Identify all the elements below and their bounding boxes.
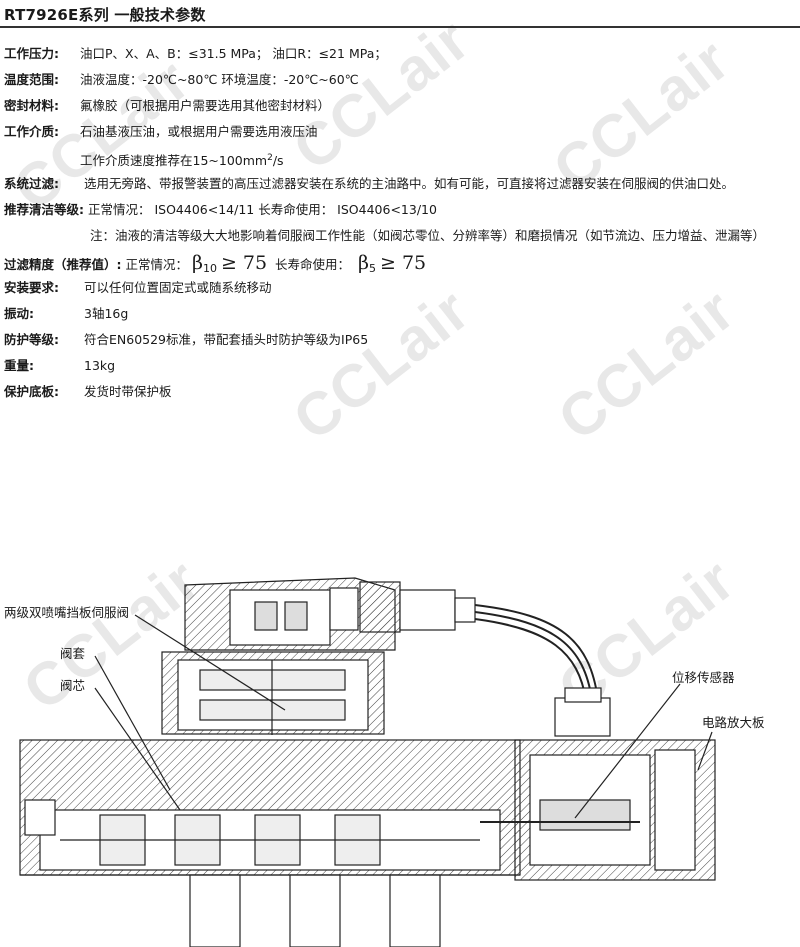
spec-value: 工作介质速度推荐在15~100mm — [80, 153, 268, 169]
spec-value: 石油基液压油，或根据用户需要选用液压油 — [80, 124, 318, 139]
spec-value: 正常情况： — [125, 257, 188, 272]
spec-value: 油口P、X、A、B：≤31.5 MPa； 油口R：≤21 MPa； — [80, 46, 387, 61]
spec-label: 温度范围: — [4, 72, 59, 87]
spec-label: 安装要求: — [4, 280, 59, 295]
spec-value: 油液温度：-20℃~80℃ 环境温度：-20℃~60℃ — [80, 72, 359, 87]
spec-precision: 过滤精度（推荐值）: 正常情况： β10 ≥ 75 长寿命使用： β5 ≥ 75 — [4, 251, 426, 275]
spec-value: 符合EN60529标准，带配套插头时防护等级为IP65 — [84, 332, 369, 347]
spec-vibration: 振动: 3轴16g — [4, 304, 128, 324]
beta-symbol: β — [191, 252, 203, 274]
beta-value: ≥ 75 — [220, 252, 268, 274]
servo-valve-cross-section: 两级双喷嘴挡板伺服阀 阀套 阀芯 位移传感器 电路放大板 — [4, 577, 765, 947]
spec-label: 系统过滤: — [4, 176, 59, 191]
spec-value: 正常情况： ISO4406<14/11 长寿命使用： ISO4406<13/10 — [87, 202, 437, 217]
spec-temperature: 温度范围: 油液温度：-20℃~80℃ 环境温度：-20℃~60℃ — [4, 70, 359, 90]
spec-label: 工作压力: — [4, 46, 59, 61]
spec-value: 氟橡胶（可根据用户需要选用其他密封材料） — [80, 98, 331, 113]
spec-value-sup: 2 — [267, 153, 273, 163]
spec-medium-speed: 工作介质速度推荐在15~100mm2/s — [80, 148, 284, 168]
spec-label: 保护底板: — [4, 384, 59, 399]
spec-label: 推荐清洁等级: — [4, 202, 84, 217]
spec-label: 重量: — [4, 358, 34, 373]
label-sleeve: 阀套 — [60, 646, 86, 661]
spec-value: 发货时带保护板 — [84, 384, 172, 399]
beta-subscript: 5 — [369, 262, 376, 275]
label-sensor: 位移传感器 — [672, 670, 735, 685]
spec-list: 工作压力: 油口P、X、A、B：≤31.5 MPa； 油口R：≤21 MPa； … — [0, 0, 800, 420]
beta-value: ≥ 75 — [379, 252, 427, 274]
spec-cleanliness-note: 注：油液的清洁等级大大地影响着伺服阀工作性能（如阀芯零位、分辨率等）和磨损情况（… — [90, 228, 766, 243]
label-spool: 阀芯 — [60, 678, 85, 693]
spec-protection: 防护等级: 符合EN60529标准，带配套插头时防护等级为IP65 — [4, 330, 368, 350]
spec-label: 防护等级: — [4, 332, 59, 347]
spec-label: 密封材料: — [4, 98, 59, 113]
spec-value: 可以任何位置固定式或随系统移动 — [84, 280, 272, 295]
spec-weight: 重量: 13kg — [4, 356, 115, 376]
spec-value: 选用无旁路、带报警装置的高压过滤器安装在系统的主油路中。如有可能，可直接将过滤器… — [84, 176, 735, 191]
title-divider — [0, 26, 800, 28]
label-servo-valve: 两级双喷嘴挡板伺服阀 — [4, 605, 129, 620]
spec-pressure: 工作压力: 油口P、X、A、B：≤31.5 MPa； 油口R：≤21 MPa； — [4, 44, 387, 64]
spec-medium: 工作介质: 石油基液压油，或根据用户需要选用液压油 — [4, 122, 318, 142]
spec-value: 3轴16g — [84, 306, 129, 321]
spec-cleanliness: 推荐清洁等级: 正常情况： ISO4406<14/11 长寿命使用： ISO44… — [4, 200, 437, 220]
spec-install: 安装要求: 可以任何位置固定式或随系统移动 — [4, 278, 272, 298]
spec-label: 过滤精度（推荐值）: — [4, 257, 122, 272]
page-title: RT7926E系列 一般技术参数 — [4, 6, 206, 24]
spec-cover: 保护底板: 发货时带保护板 — [4, 382, 172, 402]
label-amplifier: 电路放大板 — [702, 715, 765, 730]
spec-value: 13kg — [84, 358, 116, 373]
spec-value: 长寿命使用： — [275, 257, 351, 272]
spec-label: 振动: — [4, 306, 34, 321]
spec-label: 工作介质: — [4, 124, 59, 139]
beta-subscript: 10 — [202, 262, 217, 275]
beta-symbol: β — [358, 252, 369, 274]
spec-seal: 密封材料: 氟橡胶（可根据用户需要选用其他密封材料） — [4, 96, 330, 116]
spec-value: /s — [272, 153, 284, 169]
spec-filtration: 系统过滤: 选用无旁路、带报警装置的高压过滤器安装在系统的主油路中。如有可能，可… — [4, 174, 734, 194]
